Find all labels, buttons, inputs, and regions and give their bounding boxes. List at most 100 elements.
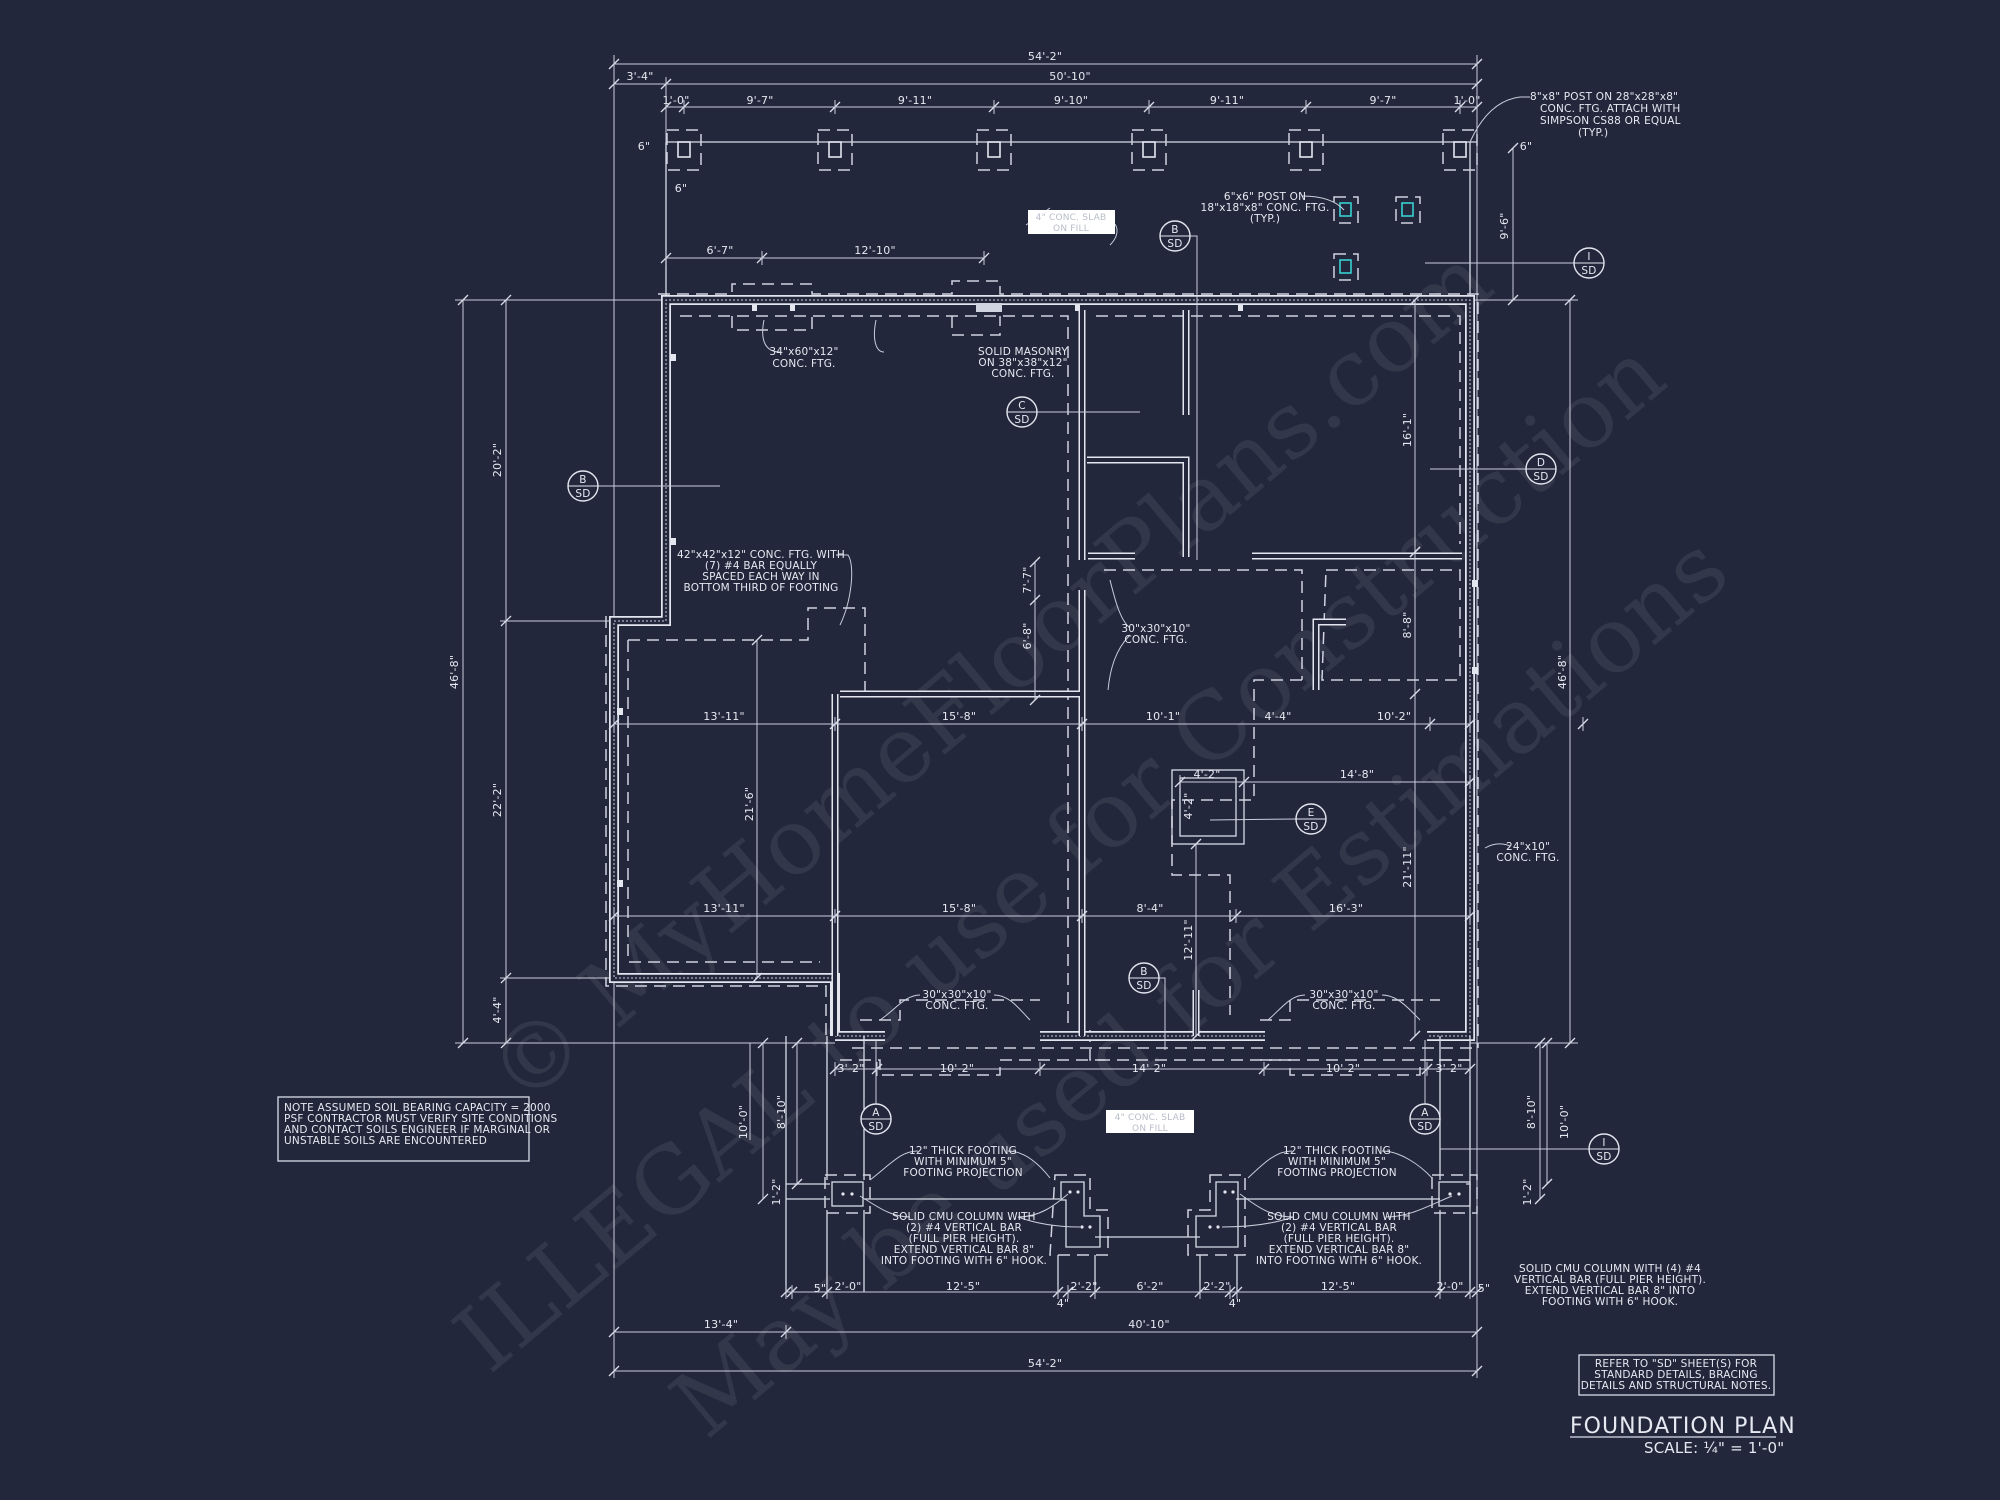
section-letter: A xyxy=(1421,1107,1429,1119)
dim-tick xyxy=(500,972,512,984)
dim-label: 13'-4" xyxy=(704,1318,738,1331)
dim-label: 16'-1" xyxy=(1401,413,1414,447)
title-block: FOUNDATION PLAN SCALE: ¼" = 1'-0" xyxy=(1570,1414,1796,1457)
callout-line: BOTTOM THIRD OF FOOTING xyxy=(683,582,838,594)
dim-tick xyxy=(791,1178,803,1190)
callout-thick-footing-right: 12" THICK FOOTING WITH MINIMUM 5" FOOTIN… xyxy=(1277,1145,1396,1179)
callout-ftg-30x30-right: 30"x30"x10" CONC. FTG. xyxy=(1309,989,1378,1012)
callout-line: CONC. FTG. ATTACH WITH xyxy=(1540,103,1681,115)
callout-ftg-42x42: 42"x42"x12" CONC. FTG. WITH (7) #4 BAR E… xyxy=(677,549,845,594)
dim-tick xyxy=(1409,1030,1421,1042)
dim-label: 4'-4" xyxy=(491,996,504,1023)
section-sheet: SD xyxy=(1596,1151,1611,1163)
dim-tick xyxy=(457,294,469,306)
dim-label: 1'-0" xyxy=(662,94,689,107)
callout-line: INTO FOOTING WITH 6" HOOK. xyxy=(881,1255,1047,1267)
dim-tick xyxy=(1409,294,1421,306)
dim-tick xyxy=(1029,594,1041,606)
dim-tick xyxy=(500,1037,512,1049)
callout-line: WITH MINIMUM 5" xyxy=(914,1156,1012,1168)
post-8x8 xyxy=(1142,141,1156,158)
post-6x6 xyxy=(1339,259,1352,274)
section-marker: ASD xyxy=(1409,1040,1441,1135)
dim-label: 4'-4" xyxy=(1264,710,1291,723)
callout-line: SOLID CMU COLUMN WITH xyxy=(1267,1211,1411,1223)
callout-line: (7) #4 BAR EQUALLY xyxy=(705,560,818,572)
dim-tick xyxy=(1190,1030,1202,1042)
soil-bearing-note: NOTE ASSUMED SOIL BEARING CAPACITY = 200… xyxy=(277,1096,557,1162)
dim-tick xyxy=(1534,1193,1546,1205)
dim-label: 5" xyxy=(1478,1282,1490,1295)
dim-label: 12'-10" xyxy=(854,244,895,257)
callout-line: (FULL PIER HEIGHT). xyxy=(909,1233,1020,1245)
dim-tick xyxy=(1029,556,1041,568)
callout-thick-footing-left: 12" THICK FOOTING WITH MINIMUM 5" FOOTIN… xyxy=(903,1145,1022,1179)
callout-line: CONC. FTG. xyxy=(772,358,835,370)
slab-tag-text: 4" CONC. SLAB xyxy=(1036,213,1107,223)
dim-label: 4" xyxy=(1057,1297,1069,1310)
post-footing-6x6 xyxy=(1333,196,1359,224)
dim-label: 40'-10" xyxy=(1128,1318,1169,1331)
dim-label: 8'-4" xyxy=(1136,902,1163,915)
dim-label: 4'-2" xyxy=(1182,792,1195,819)
callout-line: EXTEND VERTICAL BAR 8" xyxy=(1269,1244,1409,1256)
dim-tick xyxy=(751,972,763,984)
dim-label: 6'-2" xyxy=(1136,1280,1163,1293)
section-marker: BSD xyxy=(1159,220,1198,560)
dim-tick xyxy=(500,615,512,627)
dim-label: 2'-2" xyxy=(1070,1280,1097,1293)
section-marker: ISD xyxy=(1440,1133,1620,1165)
callout-line: ON 38"x38"x12" xyxy=(978,357,1067,369)
callout-post-8x8: 8"x8" POST ON 28"x28"x8" CONC. FTG. ATTA… xyxy=(1530,91,1681,139)
callout-ftg-30x30-left: 30"x30"x10" CONC. FTG. xyxy=(922,989,991,1012)
callout-line: 18"x18"x8" CONC. FTG. xyxy=(1200,202,1329,214)
callout-line: SPACED EACH WAY IN xyxy=(702,571,819,583)
dim-label: 10'-2" xyxy=(1326,1062,1360,1075)
callout-line: WITH MINIMUM 5" xyxy=(1288,1156,1386,1168)
dim-label: 50'-10" xyxy=(1049,70,1090,83)
note-line: STANDARD DETAILS, BRACING xyxy=(1594,1369,1757,1381)
dim-label: 12'-5" xyxy=(1321,1280,1355,1293)
dim-label: 46'-8" xyxy=(1556,655,1569,689)
callout-line: SIMPSON CS88 OR EQUAL xyxy=(1540,115,1681,127)
dim-tick xyxy=(1541,1037,1553,1049)
dim-label: 15'-8" xyxy=(942,902,976,915)
dim-label: 12'-11" xyxy=(1182,919,1195,960)
dim-label: 8'-8" xyxy=(1401,611,1414,638)
dim-label: 22'-2" xyxy=(491,783,504,817)
callout-line: (2) #4 VERTICAL BAR xyxy=(1281,1222,1397,1234)
cmu-column xyxy=(1060,1181,1101,1248)
dim-label: 2'-2" xyxy=(1203,1280,1230,1293)
extension-lines xyxy=(455,55,1578,1375)
dim-tick xyxy=(757,1193,769,1205)
section-letter: B xyxy=(579,474,586,486)
section-sheet: SD xyxy=(575,488,590,500)
section-letter: C xyxy=(1018,400,1026,412)
note-line: EXTEND VERTICAL BAR 8" INTO xyxy=(1525,1285,1695,1297)
dim-label: 9'-11" xyxy=(1210,94,1244,107)
dim-label: 2'-0" xyxy=(1436,1280,1463,1293)
post-8x8 xyxy=(677,141,691,158)
dim-label: 5" xyxy=(814,1282,826,1295)
dim-tick xyxy=(1507,142,1519,154)
section-letter: D xyxy=(1537,457,1545,469)
callout-line: (TYP.) xyxy=(1250,213,1280,225)
callout-line: 12" THICK FOOTING xyxy=(1283,1145,1391,1157)
dim-label: 3'-2" xyxy=(1435,1062,1462,1075)
dim-label: 54'-2" xyxy=(1028,1357,1062,1370)
section-marker: ASD xyxy=(860,1040,892,1135)
dim-tick xyxy=(1029,694,1041,706)
note-line: UNSTABLE SOILS ARE ENCOUNTERED xyxy=(284,1135,487,1147)
callout-line: (TYP.) xyxy=(1578,127,1608,139)
callout-line: SOLID MASONRY xyxy=(978,346,1068,358)
drawing-title: FOUNDATION PLAN xyxy=(1570,1414,1796,1439)
callout-line: 30"x30"x10" xyxy=(922,989,991,1001)
section-marker: BSD xyxy=(1128,962,1166,1050)
dim-label: 3'-4" xyxy=(626,70,653,83)
dim-label: 16'-3" xyxy=(1329,902,1363,915)
post-6x6 xyxy=(1401,202,1414,217)
dim-tick xyxy=(791,1037,803,1049)
dim-label: 13'-11" xyxy=(703,710,744,723)
callout-solid-masonry: SOLID MASONRY ON 38"x38"x12" CONC. FTG. xyxy=(978,346,1068,380)
